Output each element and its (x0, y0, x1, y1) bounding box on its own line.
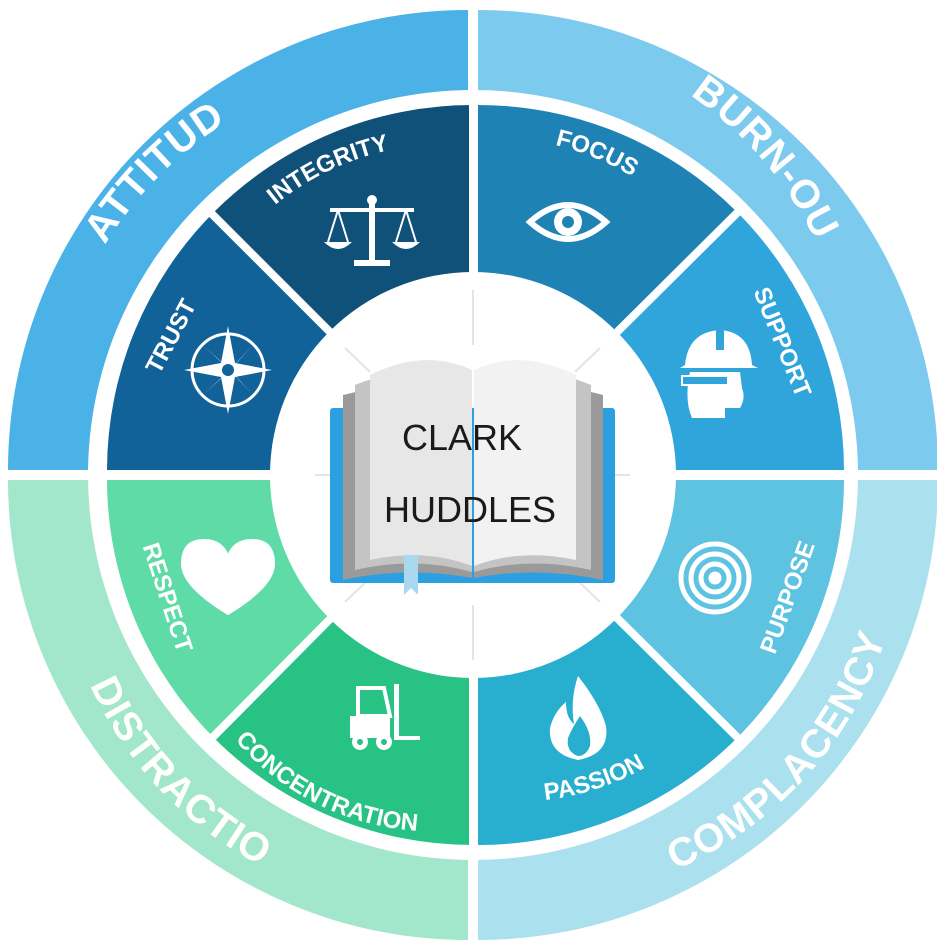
center-title-line1: CLARK (402, 417, 522, 458)
forklift-icon (350, 684, 420, 750)
target-icon (678, 541, 752, 615)
center-title-line2: HUDDLES (384, 489, 556, 530)
flame-icon (549, 676, 607, 760)
eye-icon (525, 202, 611, 242)
scales-icon (324, 195, 420, 266)
heart-icon (180, 538, 276, 616)
hard-hat-head-icon (680, 330, 758, 418)
book-icon (330, 360, 615, 595)
compass-icon (184, 326, 272, 414)
